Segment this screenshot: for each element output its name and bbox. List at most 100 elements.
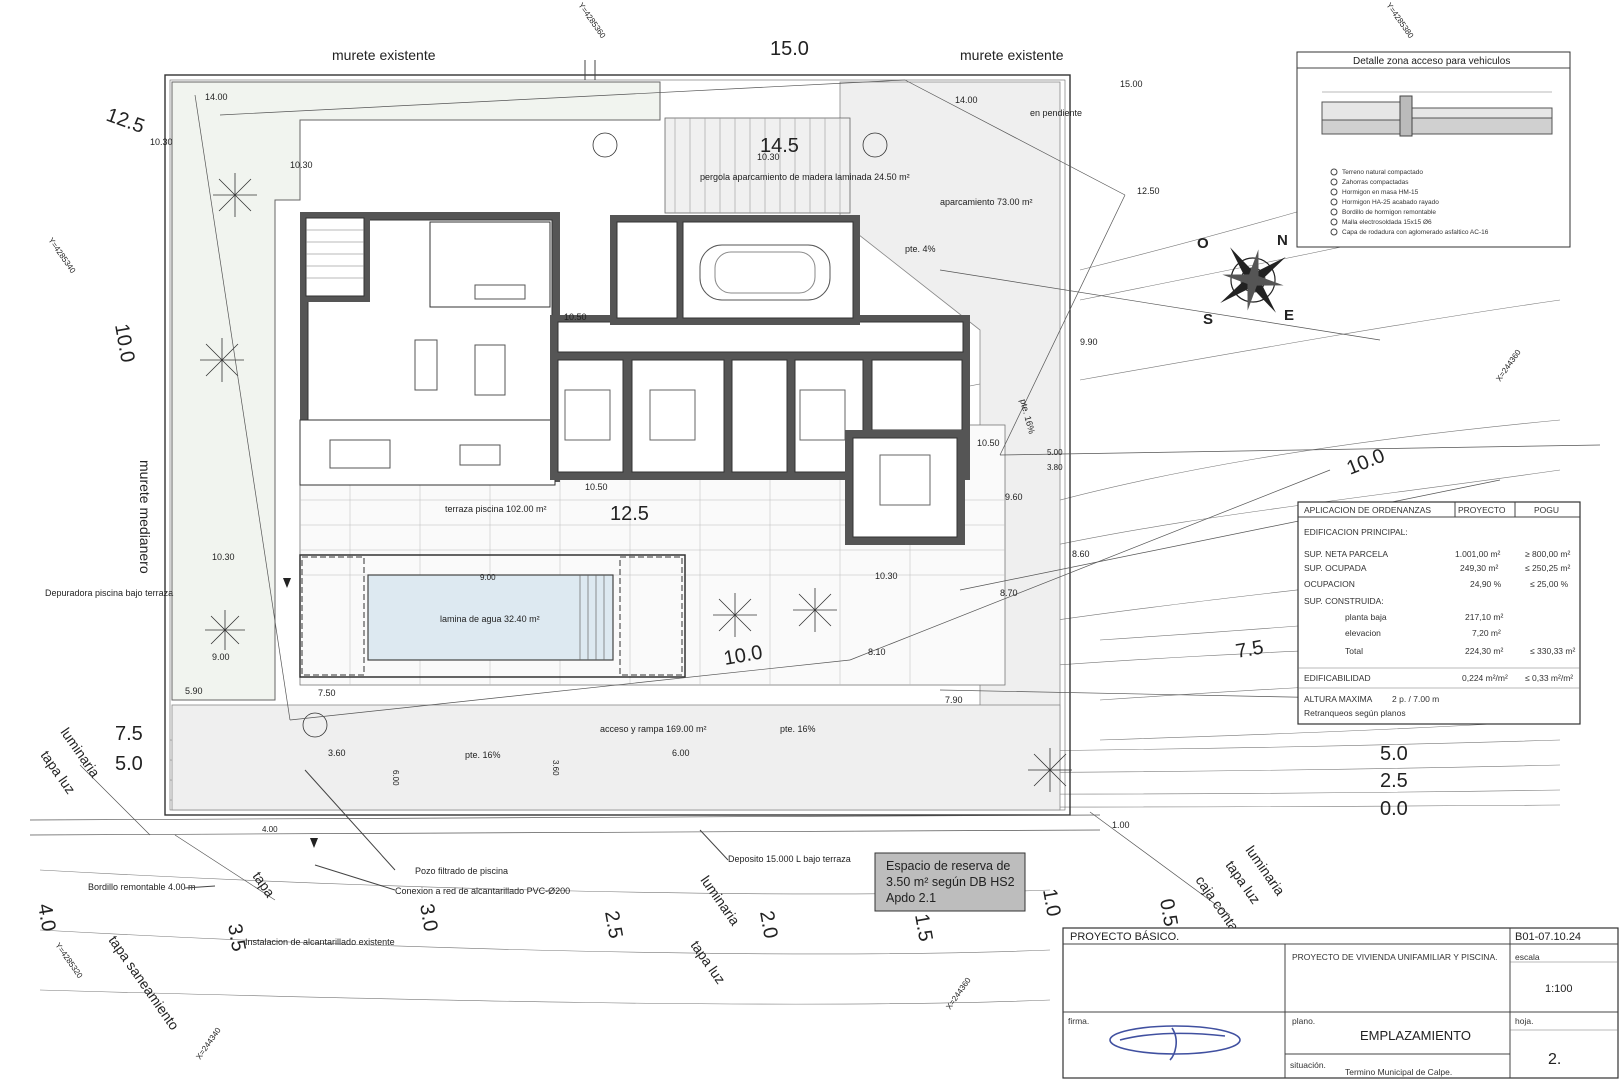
arrow-icon — [310, 838, 318, 848]
table-cell: ≥ 800,00 m² — [1525, 549, 1570, 559]
dimension-4: 4.00 — [262, 825, 278, 834]
elevation: 9.60 — [1005, 492, 1023, 502]
compass-o: O — [1197, 235, 1209, 252]
table-cell: elevacion — [1345, 628, 1381, 638]
contour-0-5: 0.5 — [1155, 897, 1181, 928]
coord-label: Y=4285340 — [46, 236, 77, 275]
coord-label: X=244360 — [944, 975, 973, 1011]
deposit-label: Deposito 15.000 L bajo terraza — [728, 854, 851, 864]
table-cell: ≤ 330,33 m² — [1530, 646, 1575, 656]
contour-3-5: 3.5 — [223, 922, 249, 953]
elevation: 7.50 — [318, 688, 336, 698]
curb-label: Bordillo remontable 4.00 m — [88, 882, 196, 892]
reserve-line-3: Apdo 2.1 — [886, 891, 936, 905]
house — [299, 212, 970, 545]
elevation: 10.50 — [564, 312, 587, 322]
vehicle-access-detail: Detalle zona acceso para vehiculos Terre… — [1296, 51, 1571, 248]
wall-label-side: murete medianero — [137, 460, 153, 574]
table-cell: 0,224 m²/m² — [1462, 673, 1508, 683]
contour-4: 4.0 — [33, 902, 59, 933]
title-block: PROYECTO BÁSICO. B01-07.10.24 PROYECTO D… — [1062, 927, 1619, 1079]
coord-label: Y=4285380 — [1384, 1, 1415, 40]
ordinances-table: APLICACION DE ORDENANZAS PROYECTO POGU E… — [1297, 501, 1581, 725]
contour-14-5: 14.5 — [760, 135, 799, 157]
elevation: 8.70 — [1000, 588, 1018, 598]
elevation: 10.50 — [977, 438, 1000, 448]
table-cell: ≤ 25,00 % — [1530, 579, 1569, 589]
scale-value: 1:100 — [1545, 983, 1573, 995]
elevation: 8.60 — [1072, 549, 1090, 559]
detail-note: Terreno natural compactado — [1342, 169, 1423, 176]
elevation: 10.50 — [585, 482, 608, 492]
elevation: 10.30 — [757, 152, 780, 162]
elevation: 3.60 — [328, 748, 346, 758]
tapa-luz-center-label: tapa luz — [688, 938, 729, 987]
elevation: 12.50 — [1137, 186, 1160, 196]
coord-label: Y=4285320 — [53, 941, 84, 980]
table-cell: 224,30 m² — [1465, 646, 1503, 656]
dimension-3-8: 3.80 — [1047, 463, 1063, 472]
contour-5-a: 5.0 — [115, 753, 143, 775]
wall-label-top-left: murete existente — [332, 47, 436, 63]
table-cell: planta baja — [1345, 612, 1387, 622]
elevation: 15.00 — [1120, 79, 1143, 89]
contour-0: 0.0 — [1380, 798, 1408, 820]
table-cell: 7,20 m² — [1472, 628, 1501, 638]
detail-note: Malla electrosoldada 15x15 Ø6 — [1342, 219, 1432, 226]
table-cell: Retranqueos según planos — [1304, 708, 1406, 718]
drawing-ref: B01-07.10.24 — [1515, 931, 1581, 943]
compass-s: S — [1203, 311, 1213, 328]
elevation: 9.90 — [1080, 337, 1098, 347]
luminaria-center-label: luminaria — [698, 873, 744, 929]
location-value: Termino Municipal de Calpe. — [1345, 1067, 1452, 1077]
pergola-label: pergola aparcamiento de madera laminada … — [700, 172, 910, 182]
plan-label: plano. — [1292, 1016, 1315, 1026]
detail-title: Detalle zona acceso para vehiculos — [1353, 56, 1510, 67]
table-cell: ≤ 0,33 m²/m² — [1525, 673, 1573, 683]
contour-1-5: 1.5 — [910, 912, 936, 943]
elevation: 1.00 — [1112, 820, 1130, 830]
pool-filter-label: Depuradora piscina bajo terraza — [45, 588, 173, 598]
slope-16-label-a: pte. 16% — [465, 750, 501, 760]
signature-image — [1109, 1025, 1241, 1061]
table-cell: 1.001,00 m² — [1455, 549, 1501, 559]
scale-label: escala — [1515, 952, 1540, 962]
swimming-pool — [299, 554, 686, 678]
detail-note: Hormigon en masa HM-15 — [1342, 189, 1419, 196]
coord-label: X=244360 — [1494, 347, 1523, 383]
elevation: 6.00 — [672, 748, 690, 758]
location-label: situación. — [1290, 1060, 1326, 1070]
reserve-line-2: 3.50 m² según DB HS2 — [886, 875, 1015, 889]
contour-2-5-b: 2.5 — [600, 909, 626, 940]
elevation: 10.30 — [150, 137, 173, 147]
reserve-line-1: Espacio de reserva de — [886, 859, 1010, 873]
compass-rose-icon — [1220, 247, 1286, 313]
pool-label: lamina de agua 32.40 m² — [440, 614, 540, 624]
terrace-label: terraza piscina 102.00 m² — [445, 504, 547, 514]
coord-label: X=244340 — [194, 1025, 223, 1061]
reserve-space-box: Espacio de reserva de 3.50 m² según DB H… — [874, 852, 1026, 912]
dimension-5: 5.00 — [1047, 448, 1063, 457]
detail-note: Capa de rodadura con aglomerado asfaltic… — [1342, 229, 1489, 236]
table-cell: OCUPACION — [1304, 579, 1355, 589]
table-cell: SUP. OCUPADA — [1304, 563, 1367, 573]
elevation: 10.30 — [875, 571, 898, 581]
dimension-6: 6.00 — [391, 770, 400, 786]
compass-e: E — [1284, 307, 1294, 324]
table-cell: SUP. NETA PARCELA — [1304, 549, 1388, 559]
contour-3: 3.0 — [415, 902, 441, 933]
garden-left — [171, 81, 661, 701]
contour-10-a: 10.0 — [110, 322, 138, 364]
palm-trees — [200, 132, 1072, 792]
table-cell: 217,10 m² — [1465, 612, 1503, 622]
elevation: 14.00 — [205, 92, 228, 102]
table-section: EDIFICACION PRINCIPAL: — [1304, 527, 1408, 537]
detail-notes: Terreno natural compactado Zahorras comp… — [1330, 168, 1489, 236]
tapa-label: tapa — [250, 869, 279, 901]
contour-10-c: 10.0 — [1344, 445, 1388, 480]
access-ramp — [171, 704, 1061, 811]
contour-2: 2.0 — [755, 909, 781, 940]
table-cell: Total — [1345, 646, 1363, 656]
compass-n: N — [1277, 232, 1288, 249]
contour-15: 15.0 — [770, 38, 809, 60]
